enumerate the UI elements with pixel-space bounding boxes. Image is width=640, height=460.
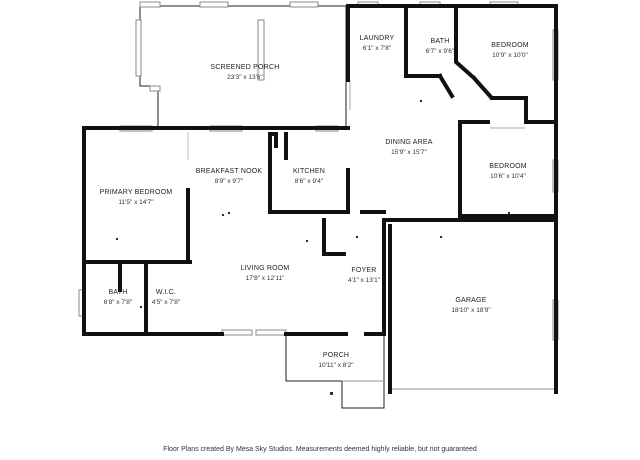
door-tick [440,236,442,238]
thick-walls [82,4,558,394]
wall-garage [382,218,558,394]
room-name: GARAGE [455,297,487,304]
room-name: LAUNDRY [359,35,395,42]
window-living-bottom-1 [221,329,253,336]
room-dimensions: 17'8" x 12'11" [245,275,285,282]
room-porch: PORCH 10'11" x 8'2" [318,351,353,371]
room-name: PRIMARY BEDROOM [99,189,173,196]
room-dimensions: 10'6" x 10'4" [490,173,526,180]
wall-kitchen-stubs [268,132,288,160]
window-living-bottom-2 [255,329,287,336]
room-dimensions: 10'11" x 8'2" [318,362,354,369]
footer-credit: Floor Plans created By Mesa Sky Studios.… [163,446,477,453]
window-porch-left [135,19,142,77]
room-dimensions: 15'9" x 15'7" [391,149,427,156]
door-tick [420,100,422,102]
door-tick [306,240,308,242]
window-porch-top-2 [199,1,229,8]
porch-outline [285,333,385,409]
room-dimensions: 18'10" x 18'9" [451,307,491,314]
door-tick [116,238,118,240]
room-bath-lower: BATH 6'8" x 7'8" [104,288,132,308]
door-tick [222,214,224,216]
room-name: LIVING ROOM [240,265,290,272]
room-dimensions: 10'9" x 10'0" [492,52,528,59]
room-name: SCREENED PORCH [210,64,280,71]
room-dimensions: 8'9" x 9'7" [214,178,244,185]
room-dimensions: 4'5" x 7'8" [151,299,181,306]
room-dimensions: 23'3" x 13'6" [227,74,263,81]
room-name: KITCHEN [292,168,326,175]
room-name: BEDROOM [491,42,529,49]
room-breakfast-nook: BREAKFAST NOOK 8'9" x 9'7" [196,167,262,187]
door-tick [330,392,333,395]
room-name: BATH [108,289,128,296]
wall-primary-outline [82,126,350,336]
wall-kitchen [268,132,350,214]
room-garage: GARAGE 18'10" x 18'9" [451,296,490,316]
room-dimensions: 11'5" x 14'7" [118,199,154,206]
door-tick [508,212,510,214]
room-laundry: LAUNDRY 6'1" x 7'8" [360,34,395,54]
room-name: DINING AREA [385,139,433,146]
room-dimensions: 6'7" x 9'6" [425,48,455,55]
window-porch-right [257,19,265,81]
wall-pantry [322,218,346,256]
window-porch-top-3 [289,1,319,8]
room-wic: W.I.C. 4'5" x 7'8" [152,288,180,308]
door-tick [356,236,358,238]
room-name: PORCH [322,352,350,359]
room-primary-bedroom: PRIMARY BEDROOM 11'5" x 14'7" [100,188,173,208]
room-name: BATH [430,38,450,45]
room-dining-area: DINING AREA 15'9" x 15'7" [385,138,432,158]
room-dimensions: 6'8" x 7'8" [103,299,133,306]
wall-upper-outline [346,4,558,124]
room-dimensions: 8'6" x 9'4" [294,178,324,185]
wall-bath-angled [437,4,493,99]
room-bedroom-ne: BEDROOM 10'9" x 10'0" [491,41,529,61]
wall-bedroom-e [458,120,558,218]
room-name: BREAKFAST NOOK [195,168,263,175]
room-dimensions: 4'1" x 13'1" [347,277,381,284]
room-bath-upper: BATH 6'7" x 9'6" [426,37,454,57]
room-name: W.I.C. [155,289,177,296]
room-screened-porch: SCREENED PORCH 23'3" x 13'6" [211,63,280,83]
room-living-room: LIVING ROOM 17'8" x 12'11" [241,264,290,284]
window-porch-bottom [149,85,161,92]
room-name: BEDROOM [489,163,527,170]
door-ticks [116,100,510,395]
room-foyer: FOYER 4'1" x 13'1" [348,266,380,286]
door-tick [140,306,142,308]
door-tick [228,212,230,214]
room-bedroom-e: BEDROOM 10'6" x 10'4" [489,162,527,182]
room-dimensions: 6'1" x 7'8" [362,45,392,52]
room-name: FOYER [351,267,377,274]
room-kitchen: KITCHEN 8'6" x 9'4" [293,167,325,187]
window-porch-top-1 [139,1,161,8]
